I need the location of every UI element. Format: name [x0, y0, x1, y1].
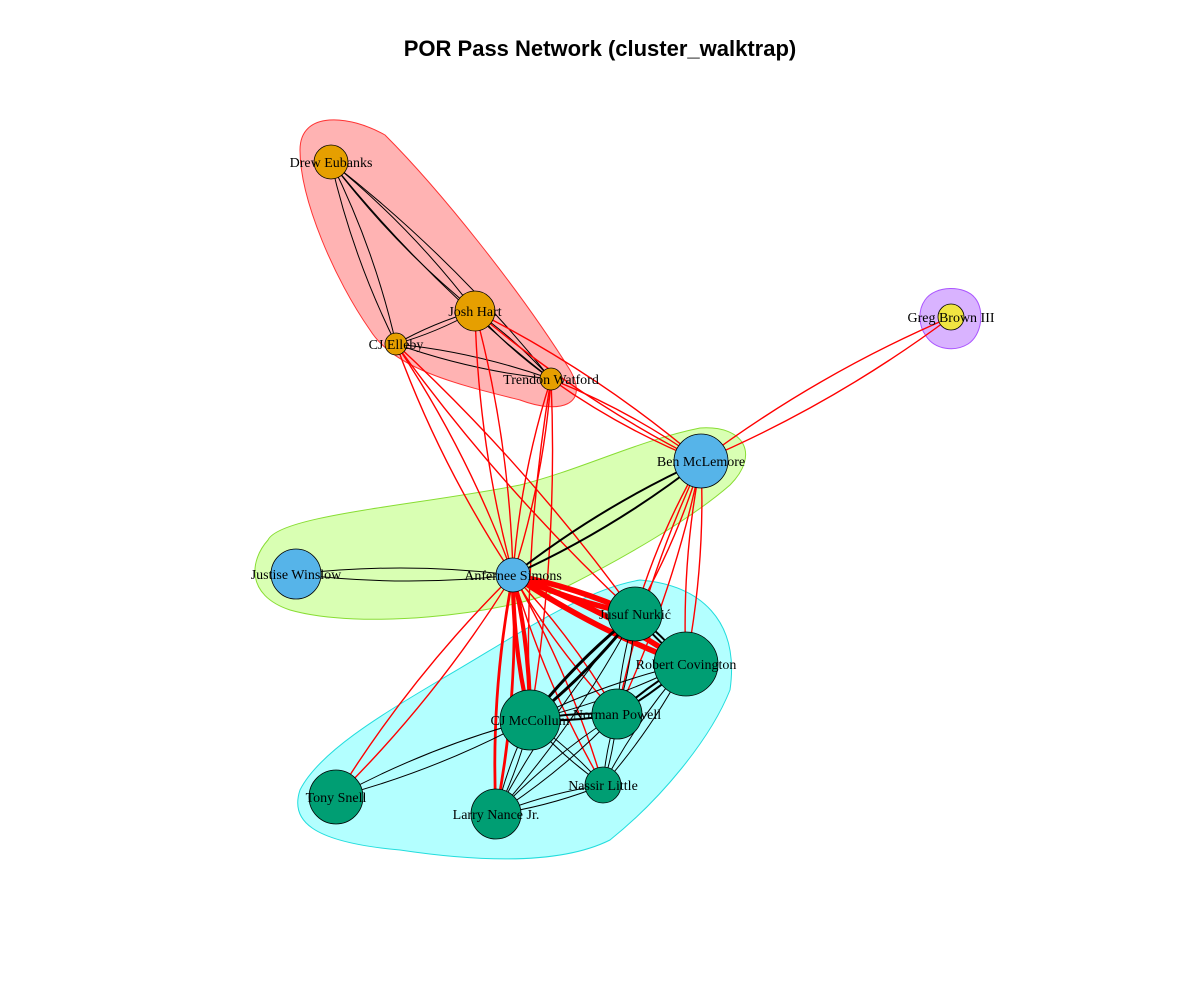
edge-elleby-watford-1 — [395, 343, 552, 380]
node-nance: Larry Nance Jr. — [453, 788, 540, 840]
node-circle-drew — [313, 144, 349, 180]
edge-josh-simons-0 — [474, 310, 514, 576]
node-circle-winslow — [270, 548, 322, 600]
edge-simons-little-1 — [512, 574, 604, 786]
node-circle-covington — [653, 631, 719, 697]
node-label-simons: Anfernee Simons — [464, 569, 562, 584]
node-drew: Drew Eubanks — [290, 144, 373, 180]
edge-drew-watford-0 — [330, 161, 552, 380]
node-josh: Josh Hart — [448, 290, 502, 332]
node-snell: Tony Snell — [306, 769, 367, 825]
graph-title: POR Pass Network (cluster_walktrap) — [403, 36, 797, 61]
cluster-hull-1 — [299, 119, 577, 408]
edge-elleby-simons-1 — [395, 343, 514, 576]
edge-simons-snell-0 — [335, 574, 514, 798]
node-label-josh: Josh Hart — [448, 305, 501, 320]
edge-elleby-simons-0 — [395, 343, 514, 576]
edge-drew-josh-1 — [330, 161, 476, 312]
edge-drew-elleby-0 — [330, 161, 397, 345]
node-elleby: CJ Elleby — [369, 332, 424, 356]
edge-josh-ben-0 — [474, 310, 702, 462]
node-powell: Norman Powell — [573, 688, 661, 740]
edge-josh-ben-1 — [474, 310, 702, 462]
node-covington: Robert Covington — [636, 631, 737, 697]
edge-elleby-nurkic-0 — [395, 343, 636, 615]
edge-watford-simons-0 — [512, 378, 552, 576]
node-label-drew: Drew Eubanks — [290, 156, 373, 171]
node-label-snell: Tony Snell — [306, 791, 367, 806]
edge-winslow-simons-0 — [295, 573, 514, 582]
edge-elleby-watford-0 — [395, 343, 552, 380]
node-circle-elleby — [384, 332, 408, 356]
node-simons: Anfernee Simons — [464, 557, 562, 593]
node-label-watford: Trendon Watford — [503, 373, 599, 388]
node-label-covington: Robert Covington — [636, 658, 737, 673]
node-ben: Ben McLemore — [657, 433, 745, 489]
node-label-ben: Ben McLemore — [657, 455, 745, 470]
node-label-winslow: Justise Winslow — [251, 568, 342, 583]
node-circle-simons — [495, 557, 531, 593]
edge-drew-elleby-1 — [330, 161, 397, 345]
edge-simons-little-0 — [512, 574, 604, 786]
edge-simons-nance-0 — [493, 574, 515, 815]
edge-simons-nance-1 — [494, 574, 516, 815]
node-circle-greg — [937, 303, 965, 331]
edge-nurkic-nance-1 — [495, 613, 636, 815]
node-label-little: Nassir Little — [568, 779, 638, 794]
node-mccollum: CJ McCollum — [491, 689, 570, 751]
edge-winslow-simons-1 — [295, 567, 514, 576]
edge-nurkic-nance-0 — [495, 613, 636, 815]
edge-josh-simons-1 — [474, 310, 514, 576]
node-little: Nassir Little — [568, 766, 638, 804]
edge-greg-ben-1 — [700, 316, 952, 462]
node-circle-nurkic — [607, 586, 663, 642]
node-circle-nance — [470, 788, 522, 840]
cluster-hulls — [254, 119, 982, 860]
node-circle-josh — [454, 290, 496, 332]
edge-drew-josh-0 — [330, 161, 476, 312]
edge-greg-ben-0 — [700, 316, 952, 462]
node-circle-snell — [308, 769, 364, 825]
node-circle-watford — [539, 367, 563, 391]
node-circle-little — [584, 766, 622, 804]
edge-drew-watford-1 — [330, 161, 552, 380]
node-label-elleby: CJ Elleby — [369, 338, 424, 353]
node-circle-mccollum — [499, 689, 561, 751]
node-label-mccollum: CJ McCollum — [491, 714, 570, 729]
node-winslow: Justise Winslow — [251, 548, 342, 600]
node-circle-powell — [591, 688, 643, 740]
node-label-nance: Larry Nance Jr. — [453, 808, 540, 823]
edge-watford-mccollum-1 — [529, 378, 554, 721]
node-label-nurkic: Jusuf Nurkić — [599, 608, 671, 623]
edge-simons-snell-1 — [335, 574, 514, 798]
edge-elleby-nurkic-1 — [395, 343, 636, 615]
node-greg: Greg Brown III — [907, 303, 995, 331]
node-label-greg: Greg Brown III — [907, 311, 994, 326]
node-watford: Trendon Watford — [503, 367, 599, 391]
edge-ben-powell-1 — [616, 460, 702, 715]
node-label-powell: Norman Powell — [573, 708, 661, 723]
node-circle-ben — [673, 433, 729, 489]
node-nurkic: Jusuf Nurkić — [599, 586, 671, 642]
